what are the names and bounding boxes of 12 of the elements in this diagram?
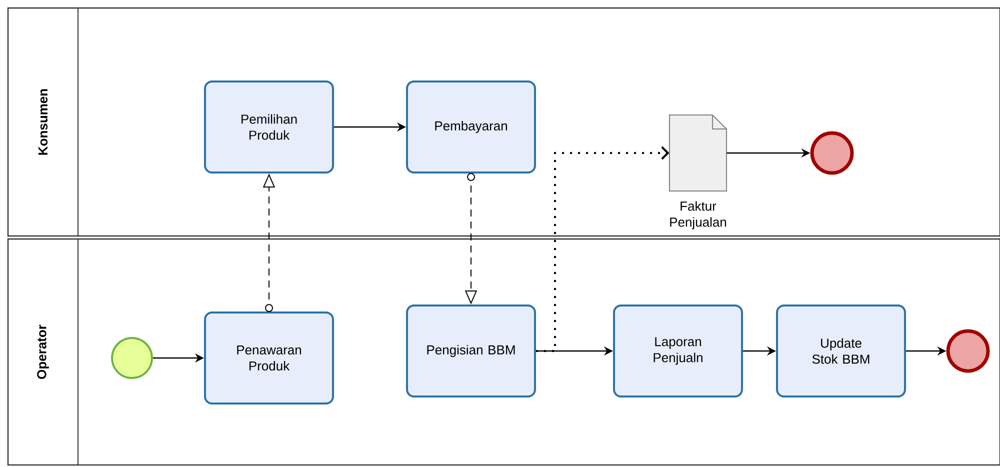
task-box: Update Stok BBM — [776, 304, 906, 398]
task-box: Laporan Penjualn — [613, 304, 743, 398]
document-caption: Faktur Penjualan — [670, 201, 726, 230]
task-box: Pembayaran — [406, 80, 536, 174]
end-event-circle — [810, 131, 854, 175]
start-event-circle — [111, 337, 153, 379]
task-box: Penawaran Produk — [204, 312, 334, 404]
task-box: Pemilihan Produk — [204, 80, 334, 174]
end-event-circle — [946, 329, 990, 373]
document-icon — [669, 114, 727, 192]
task-box: Pengisian BBM — [406, 304, 536, 398]
association-line — [536, 146, 670, 352]
